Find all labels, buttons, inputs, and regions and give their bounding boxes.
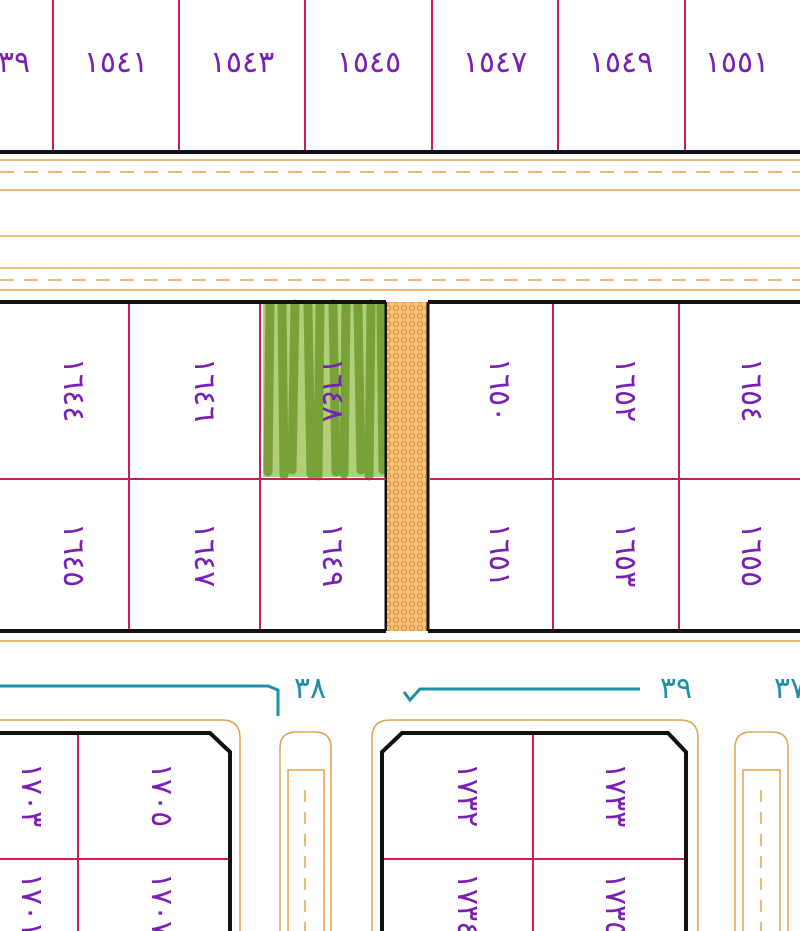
plot-label: ١٧٠٥ — [144, 763, 179, 827]
plot-label: ١٦٥٢ — [608, 358, 643, 422]
plot-label: ١٥٥١ — [705, 45, 769, 80]
plot-label: ١٥٤٩ — [589, 45, 653, 80]
plot-label: ١٦٥١ — [482, 523, 517, 587]
bottom-block-left: ١٧٠٣ ١٧٠٥ ١٧٠١ ١٧٠٧ — [0, 719, 241, 931]
plot-label: ١٦٤٧ — [187, 523, 222, 587]
street-marker-line — [0, 684, 280, 716]
bottom-block-right: ١٧٣٢ ١٧٣٣ ١٧٣٤ ١٧٣٥ — [371, 719, 699, 931]
plot-label: ١٧٠٣ — [14, 763, 49, 827]
plot-label: ١٧٠١ — [14, 873, 49, 931]
plot-label: ١٥٤١ — [84, 45, 148, 80]
pedestrian-walkway — [387, 302, 427, 631]
plot-label: ١٥٤٥ — [337, 45, 401, 80]
plot-label: ١٥٤٧ — [463, 45, 527, 80]
middle-block-right: ١٦٥٠ ١٦٥٢ ١٦٥٤ ١٦٥١ ١٦٥٣ ١٦٥٥ — [426, 300, 800, 633]
plot-label: ١٦٤٨ — [315, 358, 350, 422]
plot-label: ١٦٥٥ — [734, 523, 769, 587]
street-label: ٣٩ — [660, 671, 692, 706]
plot-label: ١٦٤٩ — [315, 523, 350, 587]
secondary-road: ٣٨ ٣٩ ٣٧ — [0, 640, 800, 716]
plot-label: ١٦٥٣ — [608, 523, 643, 587]
plot-label: ١٧٣٤ — [450, 873, 485, 931]
plot-label: ١٧٣٢ — [450, 763, 485, 827]
median-island — [734, 731, 789, 931]
plot-label: ٣٩ — [0, 45, 30, 80]
plot-label: ١٧٣٥ — [598, 873, 633, 931]
main-road — [0, 159, 800, 291]
plot-label: ١٧٣٣ — [598, 763, 633, 827]
plot-label: ١٦٤٥ — [56, 523, 91, 587]
street-marker-line — [402, 687, 640, 703]
highlighted-plot-strokes — [263, 299, 388, 481]
street-label: ٣٨ — [294, 671, 326, 706]
median-island — [279, 731, 332, 931]
plot-label: ١٦٤٦ — [187, 358, 222, 422]
middle-block-left: ١٦٤٤ ١٦٤٦ ١٦٤٨ ١٦٤٥ ١٦٤٧ ١٦٤٩ — [0, 299, 388, 633]
plot-label: ١٦٥٠ — [482, 358, 517, 422]
street-label: ٣٧ — [774, 671, 800, 706]
plot-label: ١٦٥٤ — [734, 358, 769, 422]
top-plot-row: ٣٩ ١٥٤١ ١٥٤٣ ١٥٤٥ ١٥٤٧ ١٥٤٩ ١٥٥١ — [0, 0, 800, 154]
plot-label: ١٧٠٧ — [144, 873, 179, 931]
plot-label: ١٦٤٤ — [56, 358, 91, 422]
plot-label: ١٥٤٣ — [210, 45, 274, 80]
